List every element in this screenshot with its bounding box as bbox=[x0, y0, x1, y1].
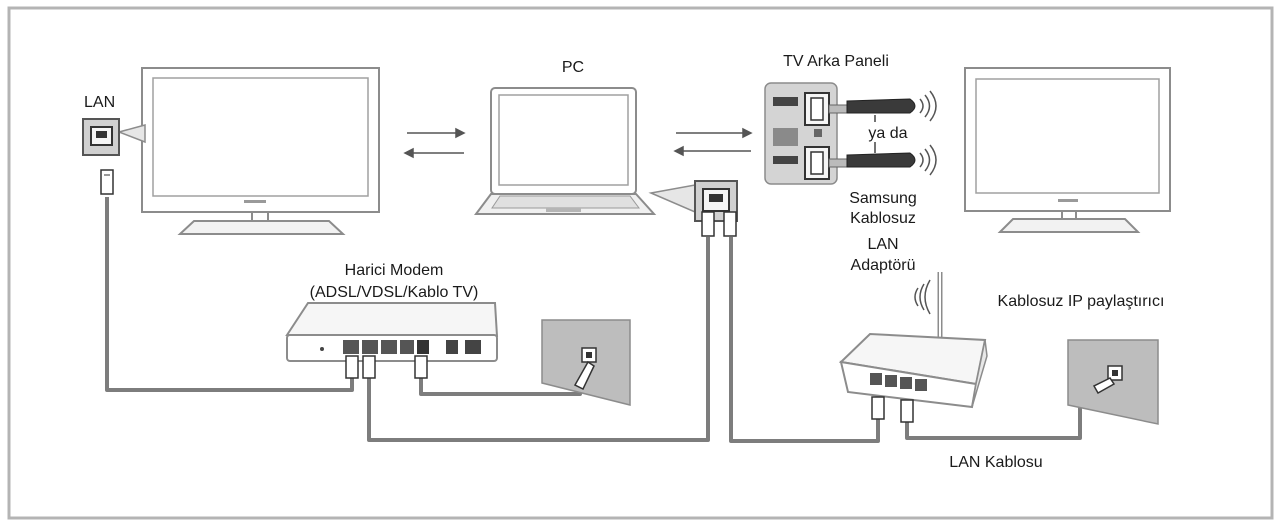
external-modem bbox=[285, 302, 499, 379]
tv-left bbox=[141, 67, 380, 235]
lan-port-callout-left bbox=[82, 118, 146, 195]
wireless-adapter-dongle-top bbox=[828, 90, 937, 122]
tv-right bbox=[964, 67, 1171, 233]
lan-cable-label: LAN Kablosu bbox=[949, 454, 1042, 471]
wireless-sharer-label: Kablosuz IP paylaştırıcı bbox=[998, 293, 1165, 310]
wireless-ip-sharer bbox=[838, 272, 988, 423]
or-label: ya da bbox=[868, 125, 907, 142]
wall-socket-router bbox=[1067, 339, 1159, 425]
adapter-label-line4: Adaptörü bbox=[851, 257, 916, 274]
adapter-label-line1: Samsung bbox=[849, 190, 917, 207]
arrows-tv-pc bbox=[403, 127, 466, 159]
or-label-bg bbox=[862, 122, 914, 142]
cable-tv1-to-modem bbox=[105, 197, 354, 392]
cable-pc-to-router bbox=[729, 237, 880, 443]
modem-label-line1: Harici Modem bbox=[345, 262, 444, 279]
wall-socket-modem bbox=[541, 319, 631, 406]
adapter-label-line2: Kablosuz bbox=[850, 210, 916, 227]
cables bbox=[105, 197, 1098, 443]
arrows-pc-tvpanel bbox=[673, 127, 753, 157]
modem-label-line2: (ADSL/VDSL/Kablo TV) bbox=[310, 284, 479, 301]
tv-back-panel-label: TV Arka Paneli bbox=[783, 53, 889, 70]
lan-port-callout-pc bbox=[648, 180, 738, 237]
adapter-label-line3: LAN bbox=[867, 236, 898, 253]
tv-back-panel bbox=[764, 82, 838, 185]
laptop-pc bbox=[474, 87, 657, 215]
cable-modem-to-pc bbox=[367, 237, 710, 442]
wireless-adapter-dongle-bottom bbox=[828, 144, 937, 176]
lan-label: LAN bbox=[84, 94, 115, 111]
pc-label: PC bbox=[562, 59, 584, 76]
